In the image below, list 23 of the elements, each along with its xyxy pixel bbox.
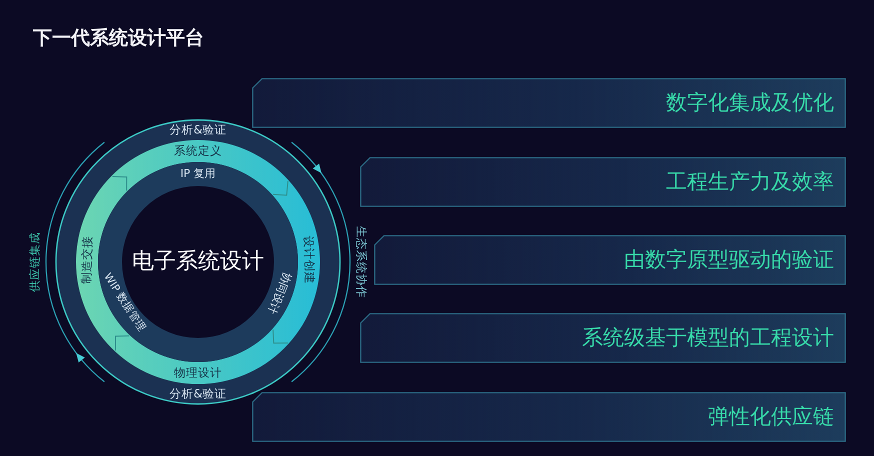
ring-label: IP 复用 [180, 168, 216, 180]
ring-label: 系统定义 [174, 144, 222, 158]
title: 下一代系统设计平台 [33, 28, 204, 49]
feature-band [252, 392, 846, 442]
ring-label: 制造交接 [80, 236, 94, 284]
feature-band [252, 78, 846, 128]
ring-label: 设计创建 [302, 236, 316, 284]
ring-label: 协同设计 [265, 270, 294, 316]
direction-label: 供应链集成 [28, 232, 42, 292]
ring-label: 分析&验证 [170, 388, 226, 400]
center-label: 电子系统设计 [132, 250, 264, 274]
band-label: 由数字原型驱动的验证 [624, 248, 834, 272]
feature-band [360, 313, 846, 363]
ring-label: 分析&验证 [170, 124, 226, 136]
feature-band [374, 235, 846, 285]
direction-label: 生态系统协作 [354, 226, 368, 298]
ring-label: 物理设计 [174, 366, 222, 380]
outer-ring [55, 119, 341, 405]
band-label: 系统级基于模型的工程设计 [582, 326, 834, 350]
feature-band [360, 157, 846, 207]
band-label: 工程生产力及效率 [666, 170, 834, 194]
band-label: 弹性化供应链 [708, 405, 834, 429]
band-label: 数字化集成及优化 [666, 91, 834, 115]
